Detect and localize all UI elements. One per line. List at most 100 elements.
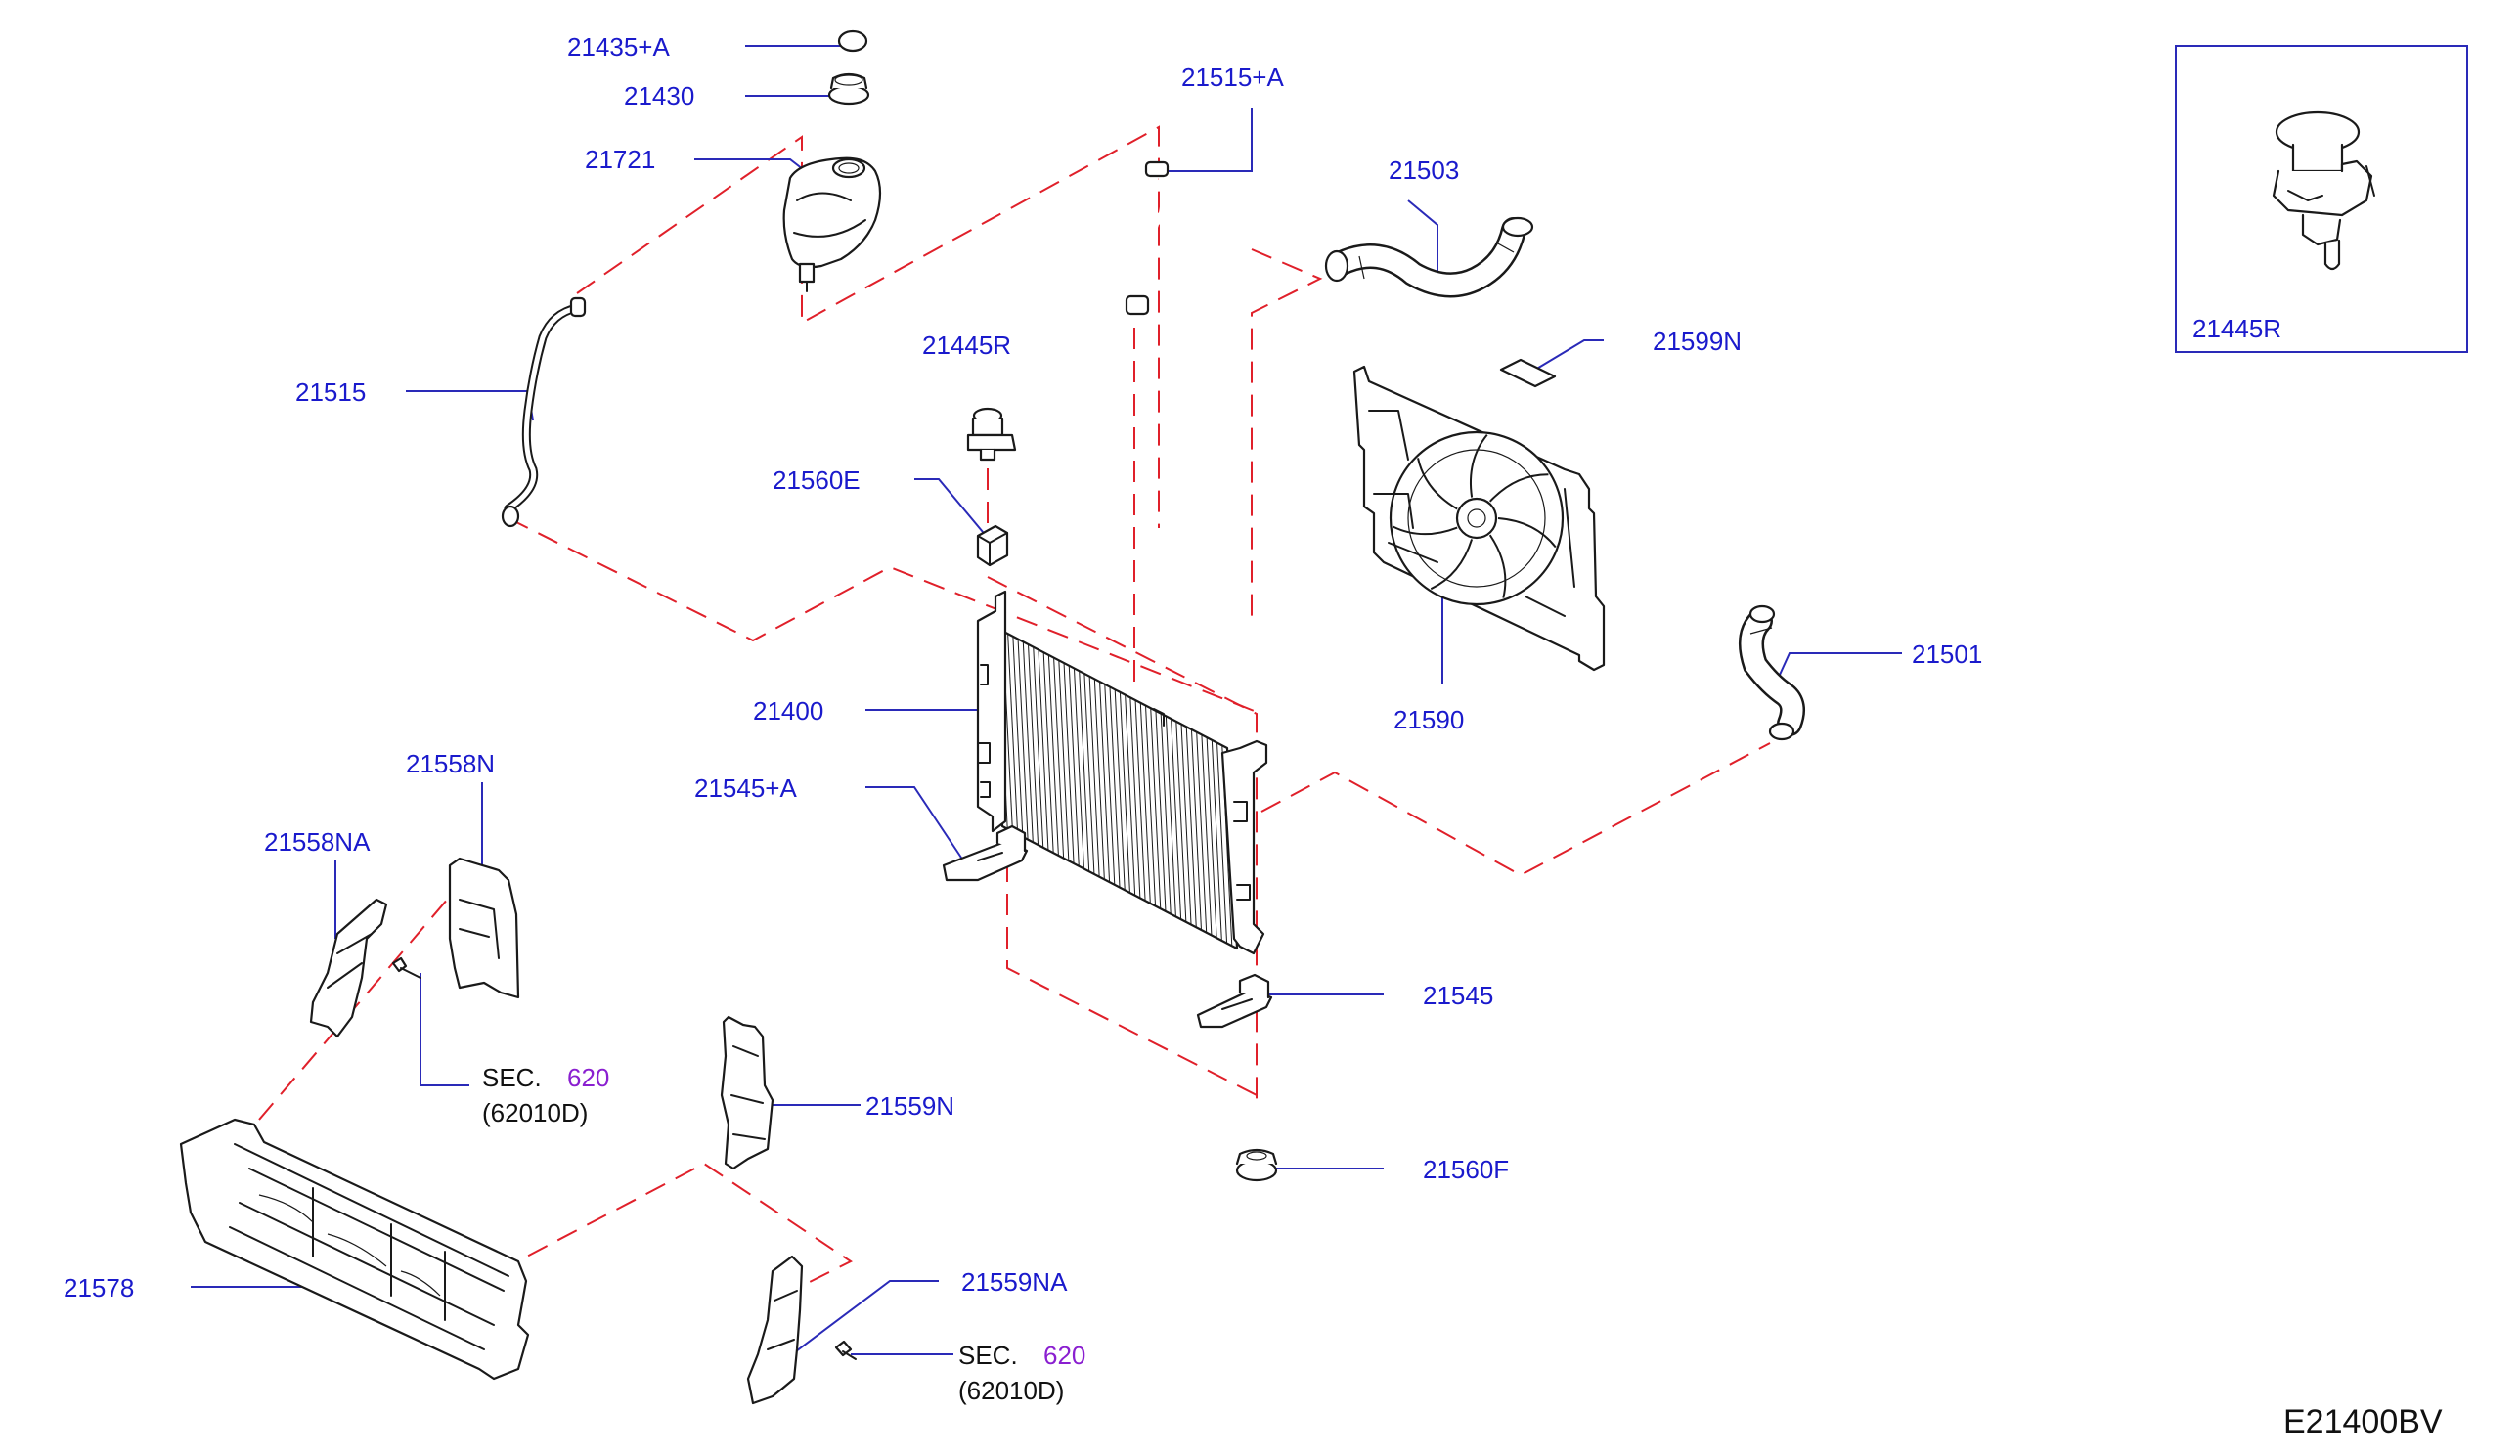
- section-ref-upper: SEC. 620 (62010D): [482, 1063, 609, 1127]
- callout-21400: 21400: [753, 696, 823, 726]
- air-guide-upper-left-part: [309, 898, 388, 1038]
- fan-blade: [1469, 434, 1488, 498]
- assembly-dashed-lines: [258, 125, 1771, 1302]
- radiator-fin: [1022, 641, 1034, 843]
- radiator-fin: [1042, 652, 1054, 854]
- air-duct-part: [179, 1118, 530, 1381]
- reservoir-tank-part: [782, 156, 882, 292]
- air-guide-lower-part: [746, 1255, 804, 1405]
- overflow-hose-upper-part: [1120, 160, 1170, 316]
- radiator-part: [976, 590, 1268, 955]
- callout-21558n: 21558N: [406, 749, 495, 778]
- radiator-fin: [1068, 665, 1080, 866]
- radiator-fin: [1160, 713, 1172, 914]
- radiator-fin: [1028, 643, 1039, 846]
- label-pad-part: [1499, 358, 1557, 388]
- radiator-fin: [1155, 710, 1167, 911]
- mount-rubber-lower-part: [1235, 1148, 1278, 1182]
- radiator-fins: [996, 628, 1233, 947]
- callout-21515a: 21515+A: [1181, 63, 1284, 92]
- callout-21545: 21545: [1423, 981, 1493, 1010]
- fan-blades: [1392, 434, 1557, 598]
- fan-blade: [1392, 525, 1458, 536]
- radiator-fin: [1196, 731, 1208, 933]
- radiator-fin: [1171, 719, 1182, 920]
- clip-part: [966, 407, 1017, 462]
- dash-duct-to-guide-lower: [498, 1162, 853, 1302]
- callout-21545a: 21545+A: [694, 773, 797, 803]
- callout-21430: 21430: [624, 81, 694, 110]
- fan-blade: [1417, 458, 1458, 510]
- callout-21515: 21515: [295, 377, 366, 407]
- radiator-fin: [1063, 663, 1075, 864]
- radiator-fin: [1129, 697, 1141, 899]
- callout-21560f: 21560F: [1423, 1155, 1509, 1184]
- radiator-fin: [1099, 682, 1111, 883]
- section-code: (62010D): [958, 1376, 1064, 1405]
- fan-blade: [1488, 473, 1549, 503]
- lower-radiator-hose-part: [1739, 604, 1806, 741]
- inset-label-21445r: 21445R: [2192, 314, 2281, 343]
- radiator-fin: [1216, 742, 1228, 944]
- callout-21560e: 21560E: [773, 465, 861, 495]
- callout-21721: 21721: [585, 145, 655, 174]
- dash-tank-to-hose: [576, 125, 1160, 528]
- clip-detail-inset: [2175, 45, 2468, 353]
- overflow-hose-lower-part: [501, 296, 587, 528]
- radiator-fin: [1119, 691, 1130, 893]
- radiator-fin: [1180, 724, 1192, 925]
- reservoir-cap-part: [827, 72, 870, 106]
- radiator-fin: [1185, 727, 1197, 928]
- air-guide-upper-right-part: [448, 857, 520, 999]
- dash-lower-hose: [1260, 742, 1771, 877]
- dash-duct-to-guide-left: [258, 884, 461, 1121]
- radiator-fin: [1073, 668, 1084, 869]
- fan-blade: [1497, 517, 1557, 549]
- inset-frame: [2175, 45, 2468, 353]
- radiator-fin: [1145, 705, 1157, 906]
- radiator-fin: [1038, 649, 1049, 851]
- radiator-fin: [1079, 671, 1090, 872]
- section-prefix: SEC.: [482, 1063, 542, 1092]
- radiator-fin: [1150, 708, 1162, 909]
- dash-hose-to-radiator: [508, 517, 1262, 715]
- radiator-fin: [1053, 657, 1065, 859]
- radiator-bracket-right-part: [1196, 973, 1273, 1029]
- radiator-fin: [1165, 716, 1176, 917]
- section-prefix: SEC.: [958, 1341, 1018, 1370]
- callout-21503: 21503: [1389, 155, 1459, 185]
- callout-21501: 21501: [1912, 640, 1982, 669]
- dash-upper-hose: [1251, 248, 1323, 616]
- upper-radiator-hose-part: [1324, 216, 1534, 298]
- radiator-fin: [1211, 739, 1222, 941]
- fan-blade: [1430, 539, 1474, 591]
- radiator-bracket-left-part: [942, 824, 1029, 882]
- fan-blade: [1488, 534, 1507, 598]
- radiator-fin: [1114, 689, 1126, 891]
- dash-bracket-to-grommet: [1006, 860, 1258, 1096]
- callout-21578: 21578: [64, 1273, 134, 1302]
- radiator-fin: [1206, 737, 1217, 939]
- section-ref-lower: SEC. 620 (62010D): [958, 1341, 1085, 1405]
- radiator-fin: [1190, 728, 1202, 931]
- radiator-fin: [1007, 634, 1019, 835]
- section-code: (62010D): [482, 1098, 588, 1127]
- fan-shroud-part: [1352, 365, 1606, 672]
- bolt-lower-part: [834, 1340, 857, 1360]
- section-number: 620: [567, 1063, 609, 1092]
- radiator-fin: [1104, 684, 1116, 885]
- callout-21445r: 21445R: [922, 331, 1011, 360]
- callout-labels: 21435+A 21430 21721 21515+A 21503 21599N…: [64, 32, 2281, 1302]
- callout-21590: 21590: [1393, 705, 1464, 734]
- radiator-fin: [1033, 646, 1044, 848]
- mount-rubber-upper-part: [976, 524, 1009, 567]
- bolt-upper-part: [391, 956, 421, 979]
- radiator-fin: [1201, 734, 1213, 936]
- callout-21559n: 21559N: [865, 1091, 954, 1121]
- callout-21559na: 21559NA: [961, 1267, 1068, 1297]
- radiator-fin: [1083, 673, 1095, 874]
- radiator-fin: [1058, 660, 1070, 861]
- radiator-fin: [1134, 700, 1146, 902]
